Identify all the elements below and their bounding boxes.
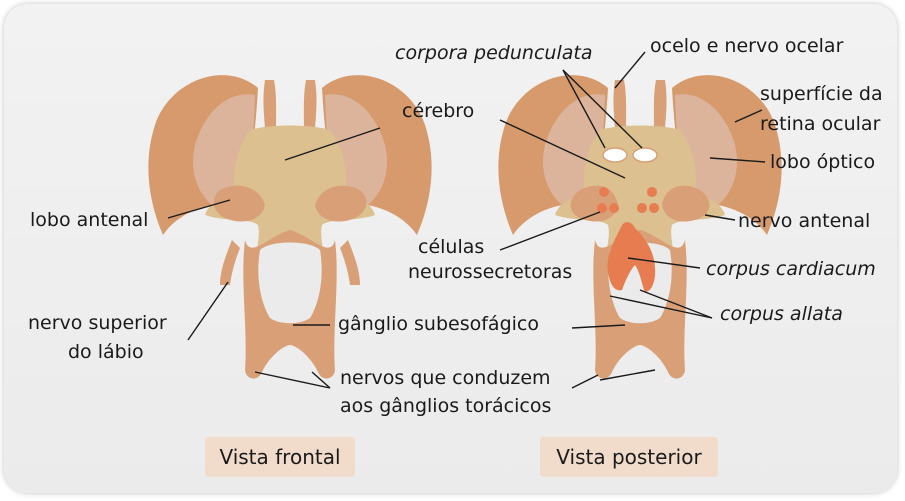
- label-corpus-cardiacum: corpus cardiacum: [706, 258, 876, 280]
- label-celulas-1: células: [418, 236, 484, 258]
- label-nervo-antenal: nervo antenal: [738, 210, 870, 232]
- label-celulas-2: neurossecretoras: [408, 261, 572, 283]
- view-tag-posterior: Vista posterior: [540, 437, 718, 477]
- label-nervo-superior-2: do lábio: [68, 341, 144, 363]
- label-nervos-2: aos gânglios torácicos: [340, 395, 551, 417]
- label-corpus-allata: corpus allata: [720, 303, 843, 325]
- label-lobo-antenal: lobo antenal: [30, 209, 148, 231]
- label-ganglio: gânglio subesofágico: [338, 313, 539, 335]
- label-superficie-2: retina ocular: [760, 113, 881, 135]
- label-cerebro: cérebro: [402, 100, 474, 122]
- label-corpora-pedunculata: corpora pedunculata: [395, 42, 592, 64]
- label-lobo-optico: lobo óptico: [770, 151, 875, 173]
- labels: corpora pedunculata ocelo e nervo ocelar…: [28, 35, 883, 417]
- label-nervos-1: nervos que conduzem: [340, 367, 551, 389]
- view-tag-frontal: Vista frontal: [205, 437, 355, 477]
- label-superficie-1: superfície da: [760, 83, 883, 105]
- label-nervo-superior-1: nervo superior: [28, 312, 167, 334]
- label-ocelo: ocelo e nervo ocelar: [650, 35, 844, 57]
